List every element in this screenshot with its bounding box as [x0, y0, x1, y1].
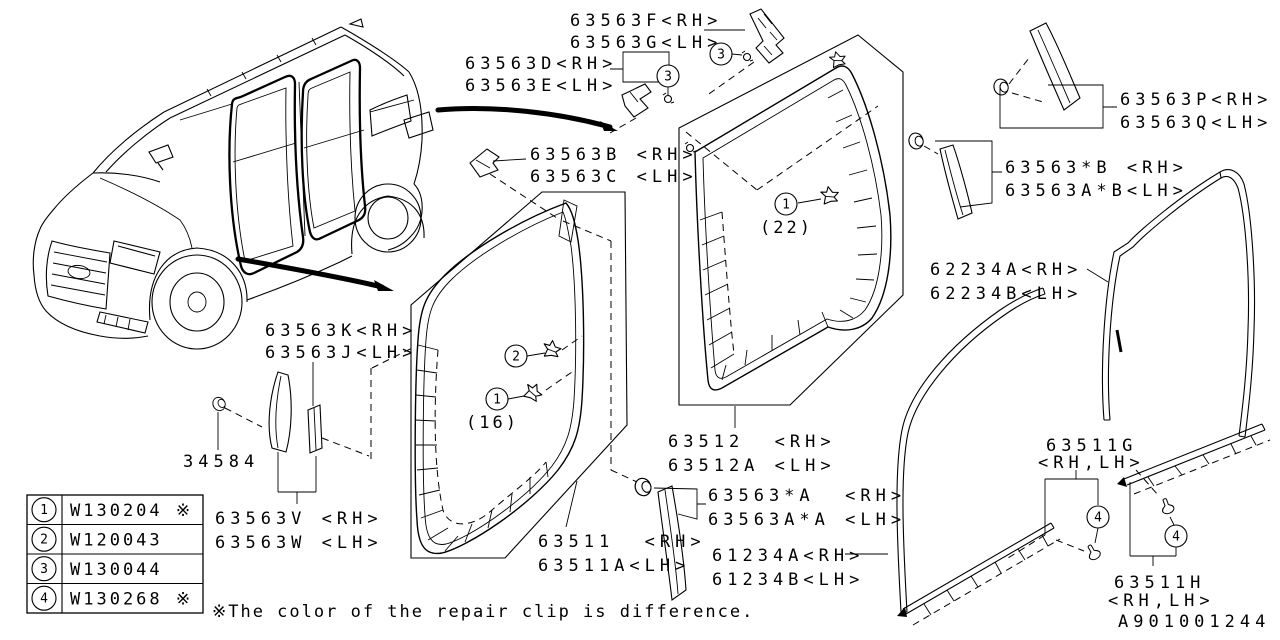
- legend-num-4: 4: [40, 592, 48, 607]
- label-63511H-side[interactable]: <RH,LH>: [1108, 591, 1215, 611]
- label-leader-lines: [565, 29, 1109, 555]
- legend-num-1: 1: [40, 503, 48, 518]
- label-63511G[interactable]: 63511G: [1046, 436, 1137, 456]
- repair-clip-note: ※The color of the repair clip is differe…: [212, 602, 754, 622]
- front-glass-run-channel-61234: [896, 287, 1046, 613]
- legend-circle-4: [31, 585, 57, 611]
- sill-strip-63511G: [897, 522, 1061, 626]
- legend-num-3: 3: [40, 562, 48, 577]
- label-63563B[interactable]: 63563B <RH>: [530, 145, 698, 165]
- label-61234B[interactable]: 61234B<LH>: [712, 570, 864, 590]
- label-34584[interactable]: 34584: [183, 452, 259, 472]
- part-labels: 63563F<RH> 63563G<LH> 63563D<RH> 63563E<…: [183, 11, 1272, 611]
- legend-code-3[interactable]: W130044: [70, 560, 163, 580]
- corner-wedge-63563B: [469, 148, 561, 221]
- callout-number-4-right: 4: [1172, 530, 1180, 545]
- left-trim-parts-group: [209, 347, 413, 504]
- callout-circles: 2 1 (16) 1 (22) 3 3 4 4: [466, 42, 1188, 563]
- rear-glass-run-channel-62234: [1101, 169, 1256, 438]
- label-63563-star-A[interactable]: 63563*A <RH>: [708, 486, 906, 506]
- pointer-swoosh-bottom: [235, 256, 394, 291]
- label-63512A[interactable]: 63512A <LH>: [668, 456, 836, 476]
- label-63511[interactable]: 63511 <RH>: [538, 532, 706, 552]
- label-61234A[interactable]: 61234A<RH>: [712, 546, 864, 566]
- label-63563-star-B[interactable]: 63563*B <RH>: [1005, 158, 1188, 178]
- legend-code-1[interactable]: W130204 ※: [70, 501, 193, 521]
- callout-circle-1-front[interactable]: [485, 387, 509, 411]
- label-63563F[interactable]: 63563F<RH>: [570, 11, 722, 31]
- label-62234B[interactable]: 62234B<LH>: [930, 284, 1082, 304]
- label-63563G[interactable]: 63563G<LH>: [570, 33, 722, 53]
- label-63563V[interactable]: 63563V <RH>: [215, 509, 383, 529]
- rear-door-opening-seal: [300, 58, 367, 241]
- label-63563Q[interactable]: 63563Q<LH>: [1120, 113, 1272, 133]
- rear-door-weatherstrip-group: [678, 34, 904, 428]
- label-63563K[interactable]: 63563K<RH>: [265, 321, 417, 341]
- label-63511H[interactable]: 63511H: [1114, 573, 1205, 593]
- front-door-opening-seal: [228, 74, 305, 276]
- callout-number-2: 2: [512, 350, 520, 365]
- pointer-swoosh-top: [435, 106, 618, 131]
- front-door-weatherstrip-group: [410, 191, 638, 559]
- label-63511G-side[interactable]: <RH,LH>: [1038, 453, 1145, 473]
- callout-circle-1-rear[interactable]: [774, 192, 798, 216]
- legend-circle-3: [31, 556, 57, 582]
- label-63563A-star-B[interactable]: 63563A*B<LH>: [1005, 181, 1188, 201]
- label-63563A-star-A[interactable]: 63563A*A <LH>: [708, 510, 906, 530]
- label-63563J[interactable]: 63563J<LH>: [265, 343, 417, 363]
- label-63511A[interactable]: 63511A<LH>: [538, 556, 690, 576]
- top-clip-parts-group: [609, 8, 785, 134]
- legend-code-2[interactable]: W120043: [70, 531, 163, 551]
- callout-number-3b: 3: [717, 48, 725, 63]
- label-63512[interactable]: 63512 <RH>: [668, 432, 836, 452]
- b-pillar-trim-63563A-piece: [632, 475, 706, 601]
- legend-code-4[interactable]: W130268 ※: [70, 590, 193, 610]
- rear-door-clip-qty: (22): [760, 218, 813, 238]
- fastener-legend-table: 1 W130204 ※ 2 W120043 3 W130044 4 W13026…: [26, 494, 204, 614]
- label-63563W[interactable]: 63563W <LH>: [215, 533, 383, 553]
- label-63563P[interactable]: 63563P<RH>: [1120, 90, 1272, 110]
- callout-number-3a: 3: [664, 70, 672, 85]
- callout-number-1-front: 1: [493, 393, 501, 408]
- diagram-id: A901001244: [1118, 612, 1270, 632]
- callout-number-4-left: 4: [1094, 511, 1102, 526]
- label-63563C[interactable]: 63563C <LH>: [530, 167, 698, 187]
- legend-circle-2: [31, 526, 57, 552]
- callout-number-1-rear: 1: [782, 198, 790, 213]
- label-63563E[interactable]: 63563E<LH>: [465, 76, 617, 96]
- pillar-trim-63563P-piece: [991, 22, 1117, 129]
- vehicle-illustration: [32, 18, 434, 350]
- label-62234A[interactable]: 62234A<RH>: [930, 260, 1082, 280]
- front-door-clip-qty: (16): [466, 413, 519, 433]
- callout-circle-2[interactable]: [504, 344, 528, 368]
- label-63563D[interactable]: 63563D<RH>: [465, 54, 617, 74]
- legend-num-2: 2: [40, 533, 48, 548]
- legend-circle-1: [31, 497, 57, 523]
- sill-strip-brackets: [1007, 469, 1177, 566]
- sill-strip-63511H: [1117, 423, 1271, 495]
- pillar-trim-63563B-piece: [906, 130, 1002, 220]
